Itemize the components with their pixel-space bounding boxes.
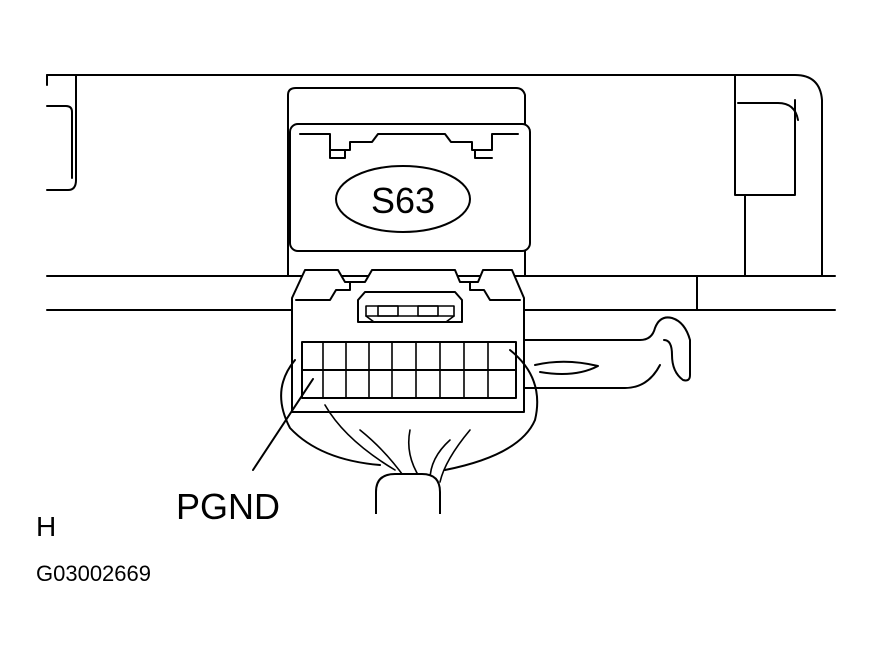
terminal-grid — [301, 341, 517, 399]
harness-connector — [291, 269, 525, 413]
mounting-bracket — [46, 275, 836, 389]
ecu-housing — [46, 74, 836, 277]
view-letter: H — [36, 511, 56, 542]
figure-code: G03002669 — [36, 561, 151, 586]
pgnd-leader-line — [252, 378, 314, 471]
ecu-connector-s63: S63 — [287, 87, 531, 277]
connector-label: S63 — [371, 180, 435, 221]
pgnd-label: PGND — [176, 486, 280, 527]
wire-harness — [280, 349, 599, 514]
connector-label-oval — [335, 165, 471, 233]
